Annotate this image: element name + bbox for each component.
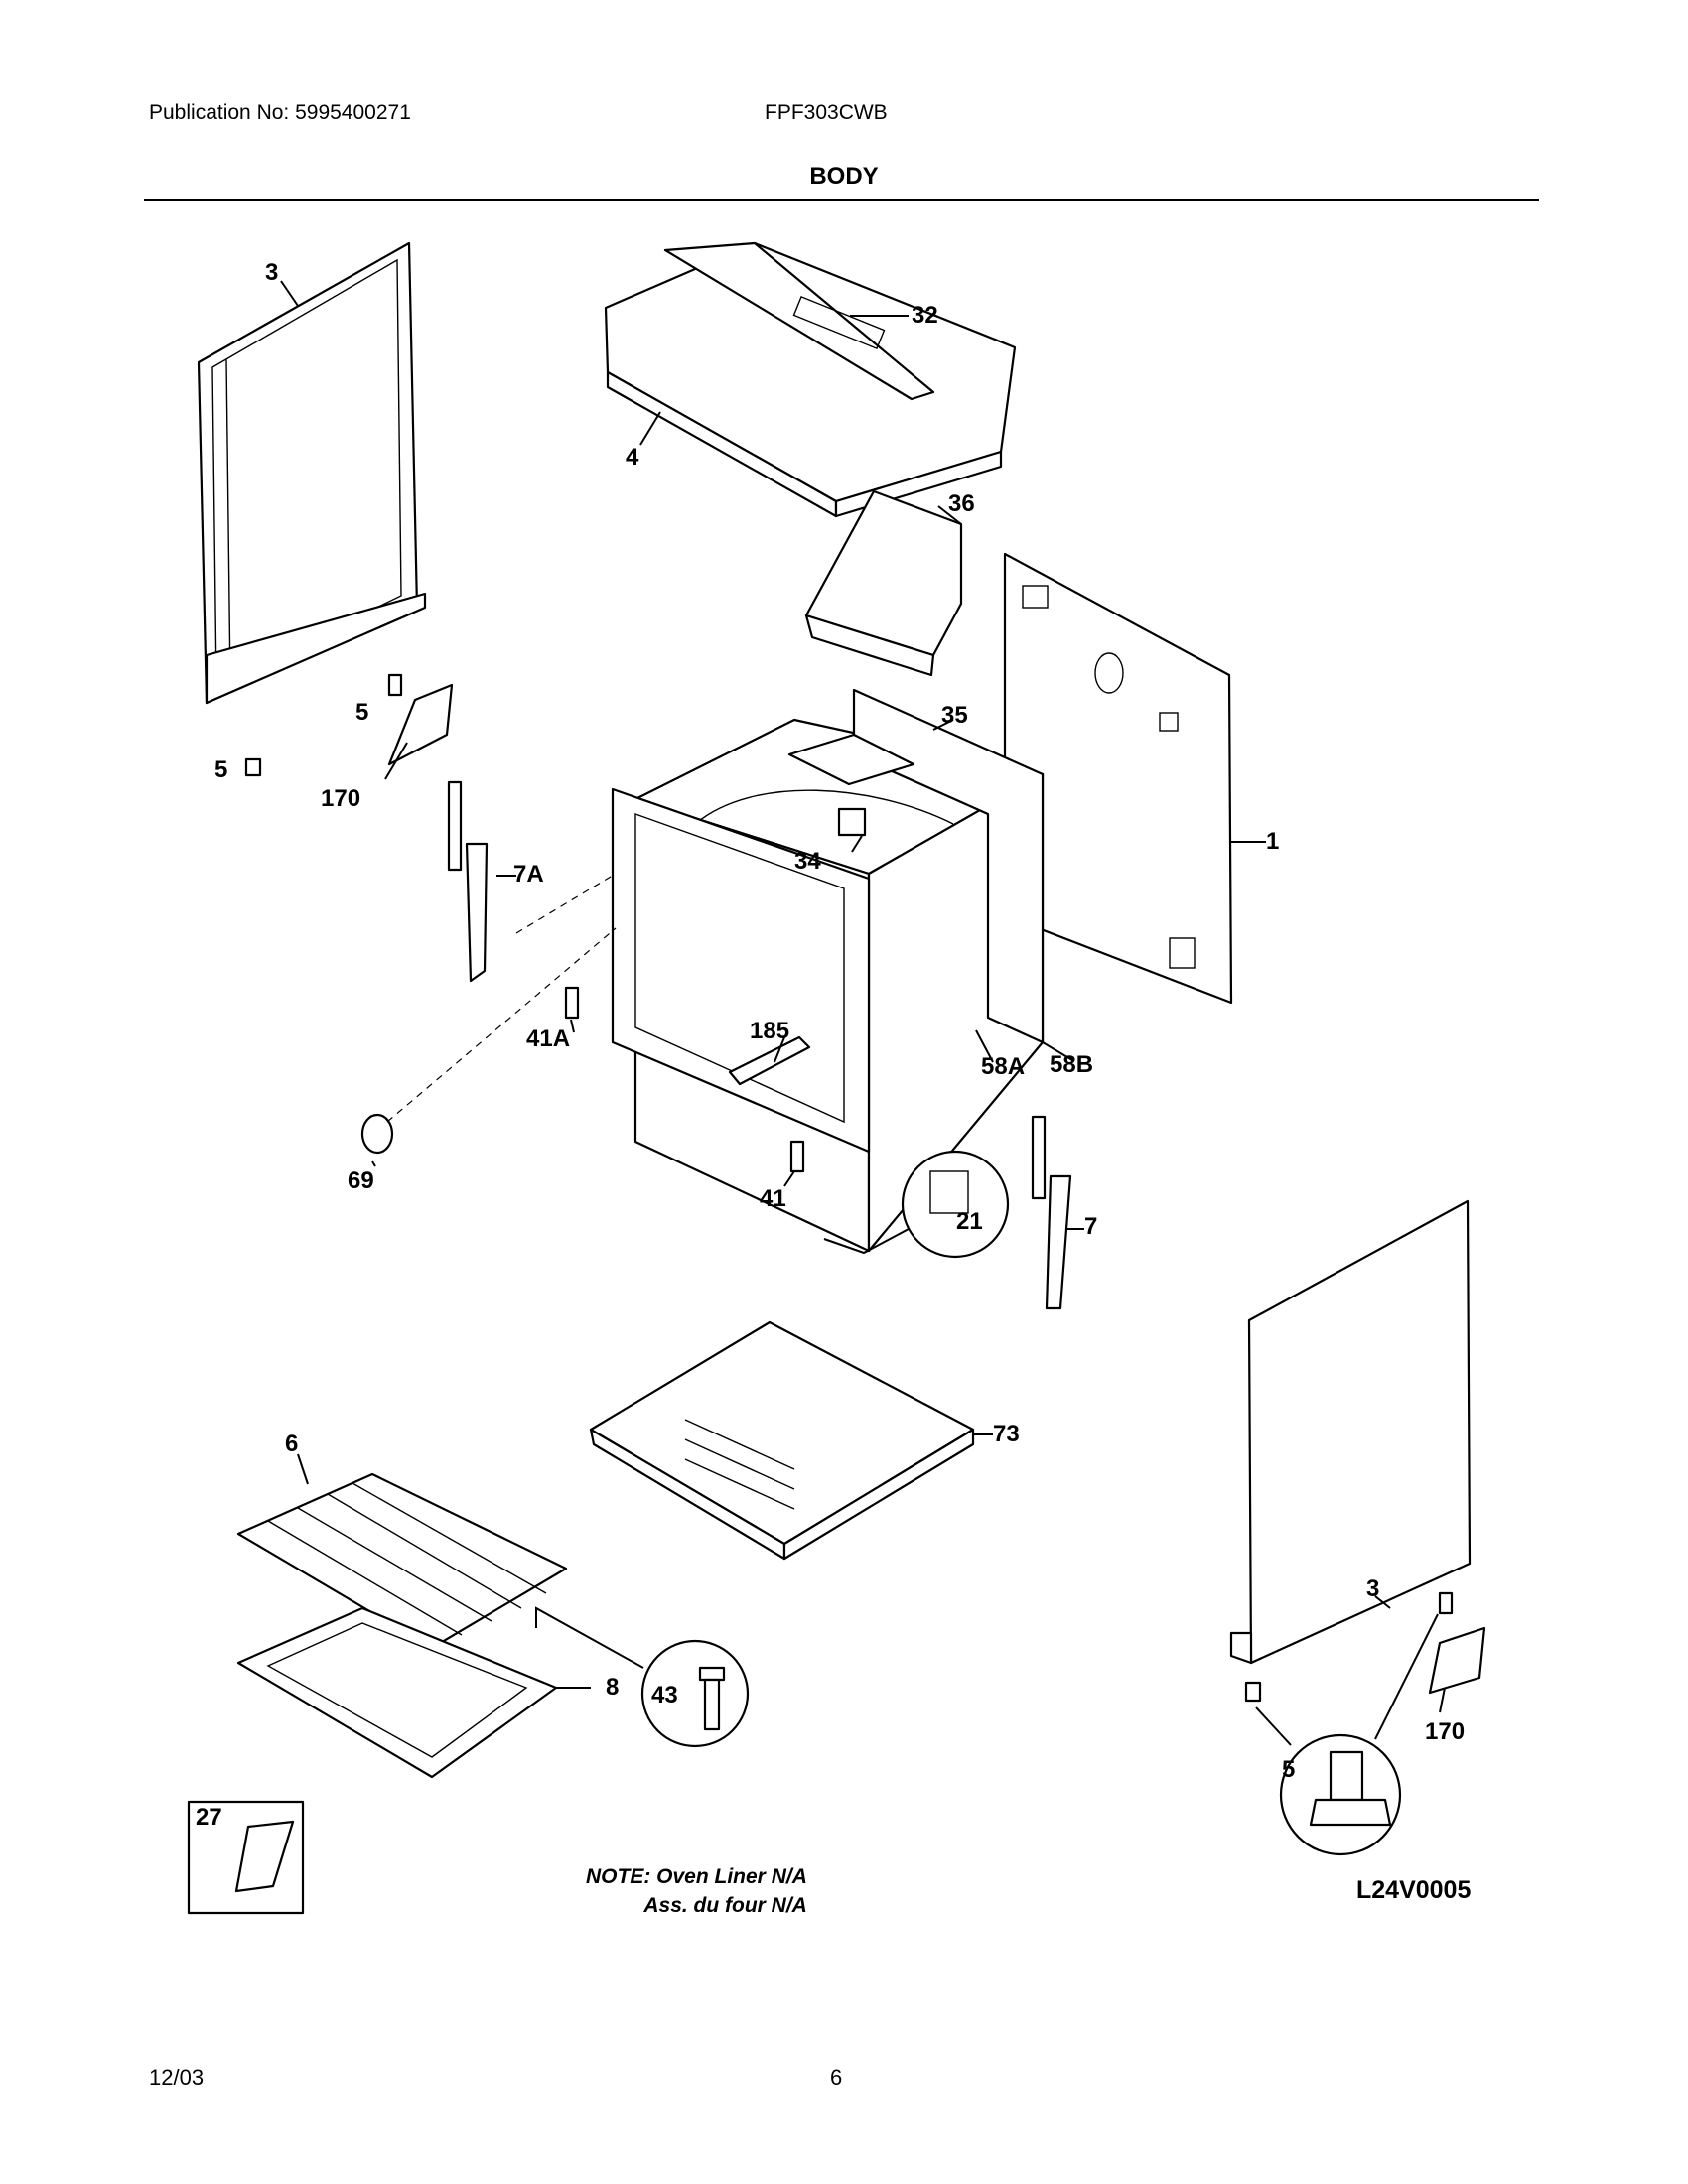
footer-date: 12/03 — [149, 2065, 205, 2090]
callout-7A: 7A — [513, 861, 544, 887]
callout-21: 21 — [956, 1208, 983, 1235]
callout-6: 6 — [285, 1431, 298, 1457]
leveling-leg — [244, 673, 1454, 1703]
callout-5-inset: 5 — [1282, 1756, 1295, 1783]
callout-27: 27 — [196, 1804, 222, 1831]
door-button — [360, 873, 617, 1155]
callout-5-b: 5 — [214, 756, 227, 783]
broiler-pan — [236, 1606, 558, 1779]
oven-liner-note: NOTE: Oven Liner N/A Ass. du four N/A — [586, 1862, 807, 1920]
inset-bracket-21 — [823, 1150, 1010, 1259]
diagram-code: L24V0005 — [1356, 1876, 1472, 1904]
callout-3-right: 3 — [1366, 1575, 1379, 1602]
note-line-1: NOTE: Oven Liner N/A — [586, 1865, 807, 1888]
callout-36: 36 — [948, 490, 975, 517]
callout-73: 73 — [993, 1421, 1020, 1447]
page-number: 6 — [830, 2065, 843, 2090]
publication-number: Publication No: 5995400271 — [149, 101, 411, 124]
callout-41A: 41A — [526, 1025, 570, 1052]
leader-lines — [280, 280, 1446, 1713]
hinge-receiver-right — [789, 1140, 805, 1173]
top-panel — [604, 241, 1017, 518]
section-title: BODY — [809, 163, 879, 190]
callout-3-left: 3 — [265, 259, 278, 286]
inset-leveler-5 — [1255, 1613, 1439, 1856]
callout-58A: 58A — [981, 1053, 1025, 1080]
oven-front-frame — [611, 787, 871, 1154]
oven-rack — [236, 1472, 568, 1650]
callout-35: 35 — [941, 702, 968, 729]
callout-170-left: 170 — [321, 785, 360, 812]
callout-58B: 58B — [1050, 1051, 1093, 1078]
hinge-receiver-left — [564, 986, 580, 1020]
callout-32: 32 — [912, 302, 938, 329]
callout-8: 8 — [606, 1674, 619, 1701]
callout-7: 7 — [1084, 1213, 1097, 1240]
oven-bottom — [589, 1320, 975, 1561]
part-27-box — [187, 1800, 305, 1915]
vent-handle — [728, 1035, 811, 1086]
insulation-spacer — [787, 733, 915, 837]
callout-5-a: 5 — [355, 699, 368, 726]
callout-69: 69 — [348, 1167, 374, 1194]
callout-34: 34 — [794, 848, 821, 875]
right-side-panel — [1229, 1199, 1472, 1665]
inset-screw-43 — [535, 1606, 750, 1748]
callout-185: 185 — [750, 1018, 789, 1044]
note-line-2: Ass. du four N/A — [643, 1894, 807, 1917]
callout-43: 43 — [651, 1682, 678, 1708]
callout-4: 4 — [626, 444, 639, 471]
left-side-panel — [197, 241, 427, 705]
callout-1: 1 — [1266, 828, 1279, 855]
callout-41: 41 — [760, 1185, 786, 1212]
left-hinge — [447, 780, 489, 983]
callout-170-right: 170 — [1425, 1718, 1465, 1745]
header-rule — [144, 199, 1539, 201]
heat-shield — [804, 489, 963, 677]
model-number: FPF303CWB — [765, 101, 888, 124]
right-hinge — [1031, 1115, 1072, 1310]
